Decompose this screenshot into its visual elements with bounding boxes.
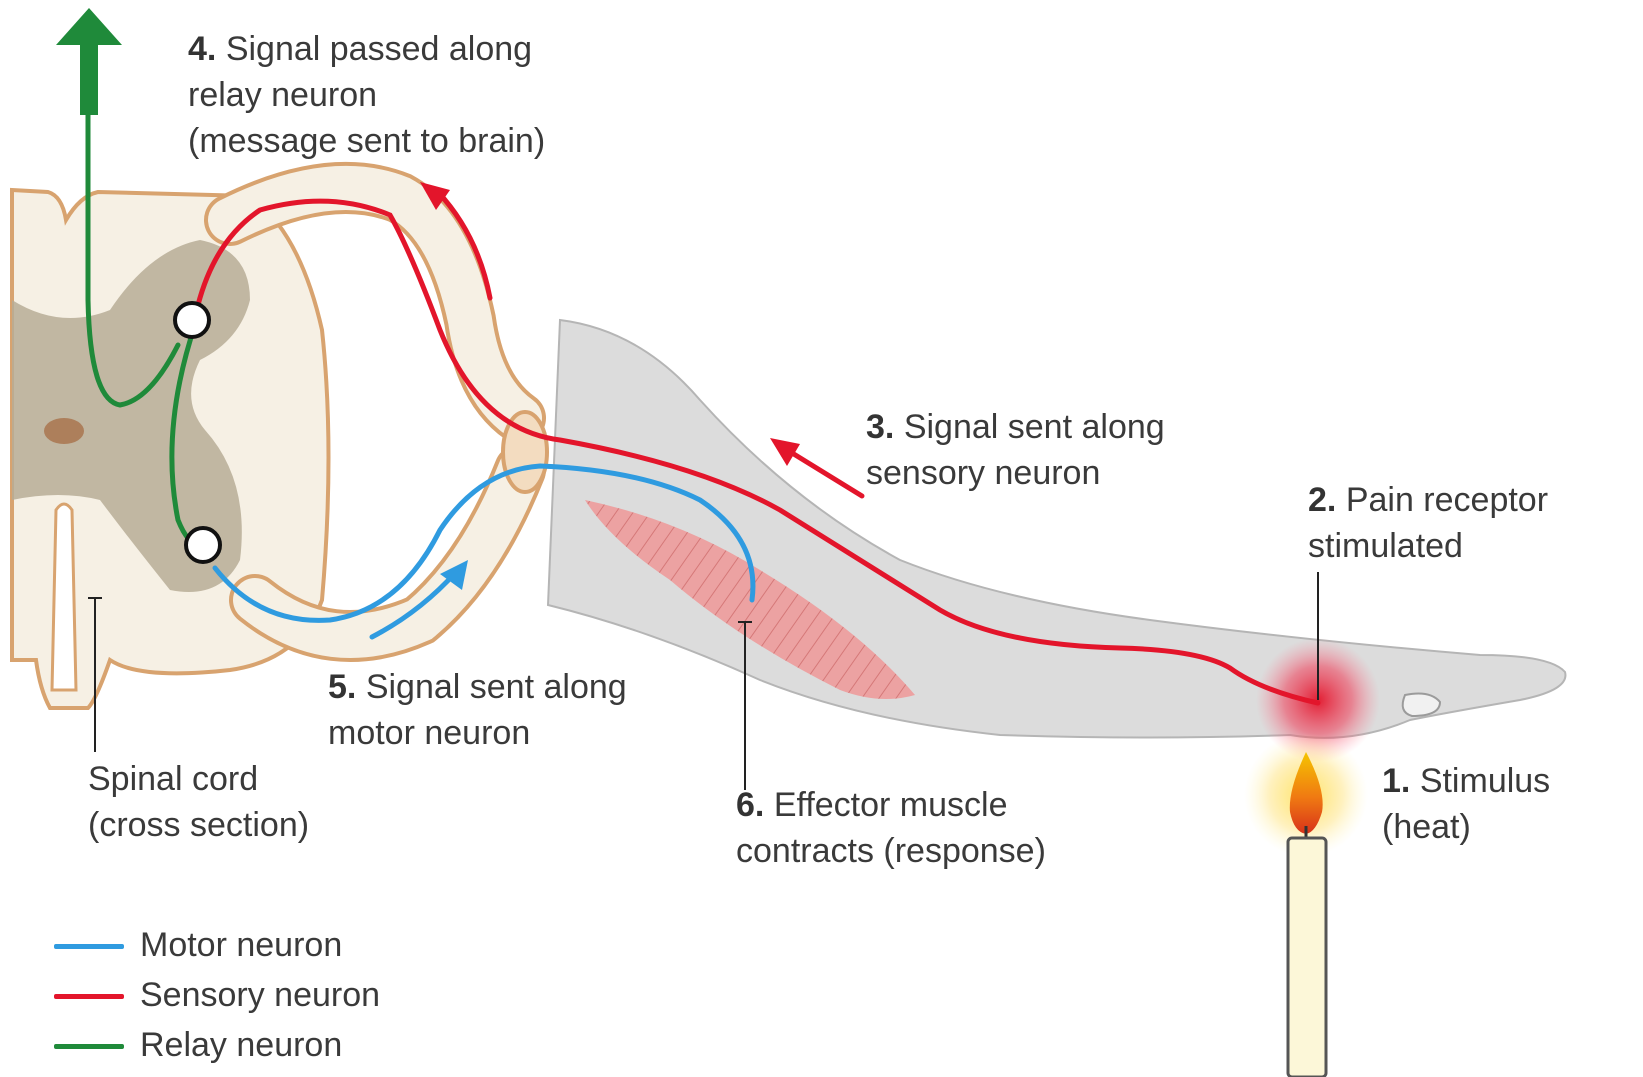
step-6-line-1: Effector muscle (774, 786, 1008, 824)
step-4-line-2: relay neuron (188, 72, 545, 118)
step-6-number: 6. (736, 786, 764, 824)
label-step-2: 2. Pain receptor stimulated (1308, 477, 1548, 569)
step-5-number: 5. (328, 668, 356, 706)
spinal-cord-line-1: Spinal cord (88, 756, 309, 802)
legend-swatch-motor (54, 944, 124, 949)
step-5-line-1: Signal sent along (366, 668, 627, 706)
label-step-5: 5. Signal sent along motor neuron (328, 664, 627, 756)
step-2-line-1: Pain receptor (1346, 481, 1548, 519)
synapse-relay-motor (186, 528, 220, 562)
relay-arrow-head (56, 8, 122, 45)
step-2-number: 2. (1308, 481, 1336, 519)
step-1-line-2: (heat) (1382, 804, 1550, 850)
legend-label-sensory: Sensory neuron (140, 972, 380, 1018)
step-5-line-2: motor neuron (328, 710, 627, 756)
step-4-line-1: Signal passed along (226, 30, 532, 68)
legend-label-motor: Motor neuron (140, 922, 342, 968)
synapse-sensory-relay (175, 303, 209, 337)
central-canal (44, 418, 84, 444)
step-2-line-2: stimulated (1308, 523, 1548, 569)
step-3-number: 3. (866, 408, 894, 446)
spinal-cord-line-2: (cross section) (88, 802, 309, 848)
step-3-line-2: sensory neuron (866, 450, 1165, 496)
thumb (1403, 694, 1440, 716)
relay-arrow-shaft (80, 40, 98, 115)
step-1-number: 1. (1382, 762, 1410, 800)
step-4-number: 4. (188, 30, 216, 68)
label-step-4: 4. Signal passed along relay neuron (mes… (188, 26, 545, 164)
step-1-line-1: Stimulus (1420, 762, 1550, 800)
label-step-3: 3. Signal sent along sensory neuron (866, 404, 1165, 496)
candle-body (1288, 838, 1326, 1077)
label-spinal-cord: Spinal cord (cross section) (88, 756, 309, 848)
label-step-1: 1. Stimulus (heat) (1382, 758, 1550, 850)
step-6-line-2: contracts (response) (736, 828, 1046, 874)
step-3-line-1: Signal sent along (904, 408, 1165, 446)
label-step-6: 6. Effector muscle contracts (response) (736, 782, 1046, 874)
legend-swatch-sensory (54, 994, 124, 999)
step-4-line-3: (message sent to brain) (188, 118, 545, 164)
legend-label-relay: Relay neuron (140, 1022, 342, 1068)
legend-swatch-relay (54, 1044, 124, 1049)
spinal-cord-median-fissure (52, 504, 76, 690)
